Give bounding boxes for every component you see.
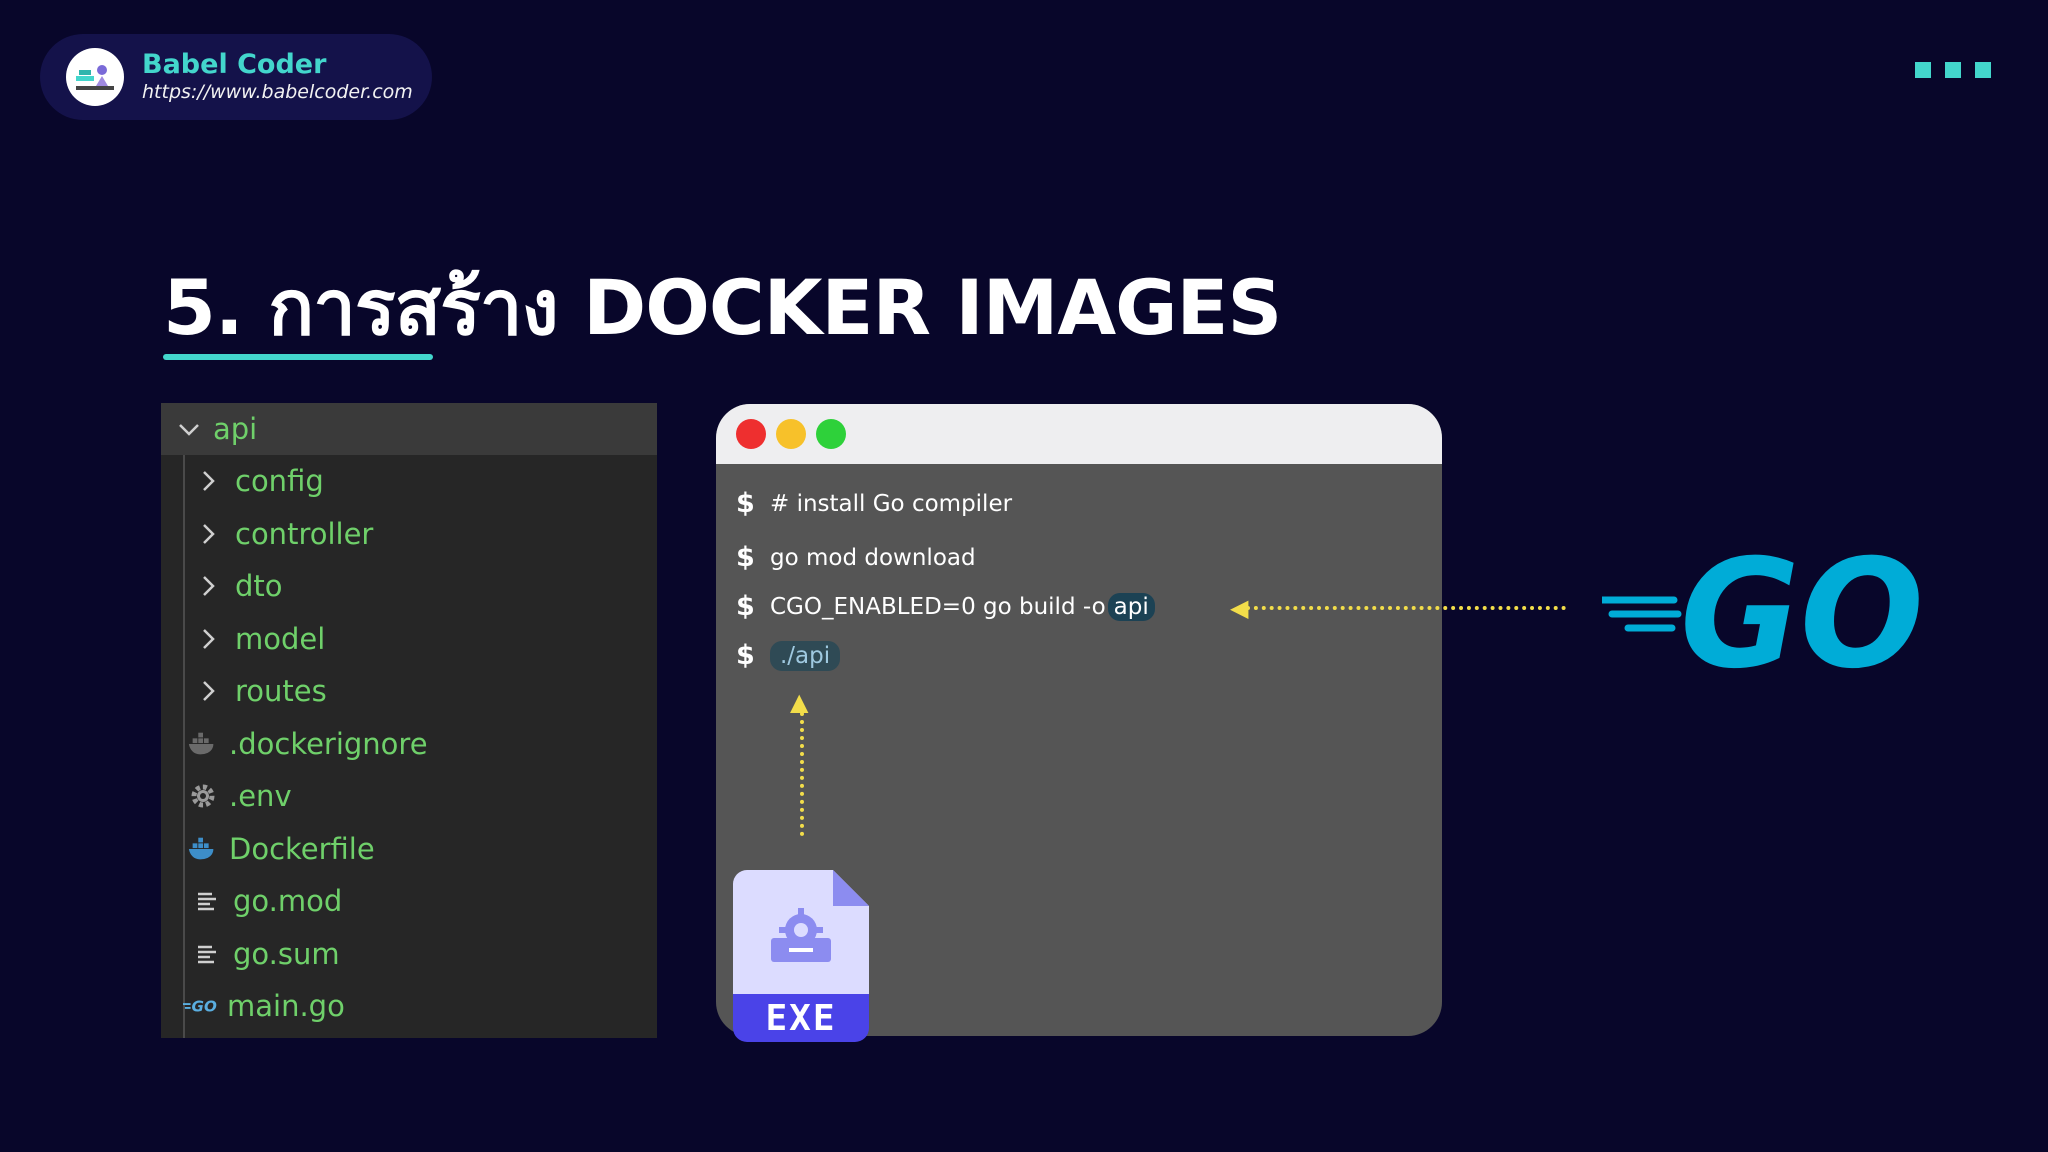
- command-text: go mod download: [770, 544, 976, 571]
- slide-title: 5. การสร้าง DOCKER IMAGES: [163, 263, 1282, 352]
- exe-label: EXE: [765, 997, 837, 1039]
- dotted-arrow-horizontal: [1246, 606, 1566, 610]
- file-item-dockerfile[interactable]: Dockerfile: [161, 823, 657, 876]
- file-item-go-mod[interactable]: go.mod: [161, 875, 657, 928]
- file-label: config: [235, 464, 324, 499]
- go-file-icon: GO: [183, 990, 219, 1022]
- tree-guide-line: [183, 455, 185, 1038]
- file-label: controller: [235, 516, 374, 551]
- file-label: .env: [229, 779, 292, 814]
- file-label: go.mod: [233, 884, 343, 919]
- docker-icon: [187, 728, 219, 760]
- exe-label-band: EXE: [733, 994, 869, 1042]
- command-text: # install Go compiler: [770, 490, 1013, 517]
- chevron-right-icon: [193, 623, 225, 655]
- exe-file-icon: EXE: [733, 870, 869, 1042]
- prompt-symbol: $: [736, 591, 755, 622]
- file-item-go-sum[interactable]: go.sum: [161, 928, 657, 981]
- dot: [1915, 62, 1931, 78]
- decorative-dots: [1915, 62, 1991, 78]
- title-underline: [163, 354, 433, 360]
- chevron-right-icon: [193, 570, 225, 602]
- prompt-symbol: $: [736, 488, 755, 519]
- terminal-command: $ go mod download: [736, 542, 976, 573]
- prompt-symbol: $: [736, 640, 755, 671]
- file-label: main.go: [227, 989, 345, 1024]
- folder-item-routes[interactable]: routes: [161, 665, 657, 718]
- file-label: dto: [235, 569, 283, 604]
- close-window-dot[interactable]: [736, 419, 766, 449]
- brand-url[interactable]: https://www.babelcoder.com: [142, 81, 413, 104]
- dot: [1975, 62, 1991, 78]
- brand-pill[interactable]: Babel Coder https://www.babelcoder.com: [40, 34, 432, 120]
- file-item-dockerignore[interactable]: .dockerignore: [161, 718, 657, 771]
- gear-icon: [771, 908, 831, 962]
- file-label: go.sum: [233, 936, 340, 971]
- file-explorer: api config controller dto model routes: [161, 403, 657, 1038]
- file-label: model: [235, 621, 326, 656]
- brand-name: Babel Coder: [142, 49, 327, 81]
- arrow-left-icon: ◀: [1230, 594, 1249, 622]
- arrow-up-icon: ▲: [790, 688, 809, 716]
- babel-coder-logo: [66, 48, 124, 106]
- chevron-right-icon: [193, 465, 225, 497]
- run-binary-highlight: ./api: [770, 640, 841, 671]
- explorer-root-label: api: [213, 412, 258, 446]
- docker-icon: [187, 833, 219, 865]
- terminal-command: $ # install Go compiler: [736, 488, 1012, 519]
- folder-item-model[interactable]: model: [161, 613, 657, 666]
- lines-icon: [191, 885, 223, 917]
- folder-item-config[interactable]: config: [161, 455, 657, 508]
- folder-item-dto[interactable]: dto: [161, 560, 657, 613]
- minimize-window-dot[interactable]: [776, 419, 806, 449]
- explorer-root-folder[interactable]: api: [161, 403, 657, 455]
- dotted-arrow-vertical: [800, 712, 804, 836]
- file-item-main-go[interactable]: GO main.go: [161, 980, 657, 1033]
- file-label: Dockerfile: [229, 831, 375, 866]
- go-logo-icon: GO: [1602, 548, 1924, 678]
- chevron-right-icon: [193, 675, 225, 707]
- chevron-down-icon: [173, 413, 205, 445]
- terminal-command: $ CGO_ENABLED=0 go build -o api: [736, 591, 1155, 622]
- gear-icon: [187, 780, 219, 812]
- chevron-right-icon: [193, 518, 225, 550]
- svg-text:GO: GO: [192, 998, 217, 1016]
- lines-icon: [191, 938, 223, 970]
- file-label: .dockerignore: [229, 726, 428, 761]
- prompt-symbol: $: [736, 542, 755, 573]
- folder-item-controller[interactable]: controller: [161, 508, 657, 561]
- command-text: CGO_ENABLED=0 go build -o: [770, 593, 1106, 620]
- dot: [1945, 62, 1961, 78]
- output-name-highlight: api: [1107, 592, 1155, 621]
- exe-file-fold: [833, 870, 869, 906]
- terminal-title-bar: [716, 404, 1442, 464]
- file-item-env[interactable]: .env: [161, 770, 657, 823]
- maximize-window-dot[interactable]: [816, 419, 846, 449]
- file-label: routes: [235, 674, 327, 709]
- terminal-command: $ ./api: [736, 640, 841, 671]
- svg-text:GO: GO: [1680, 548, 1924, 678]
